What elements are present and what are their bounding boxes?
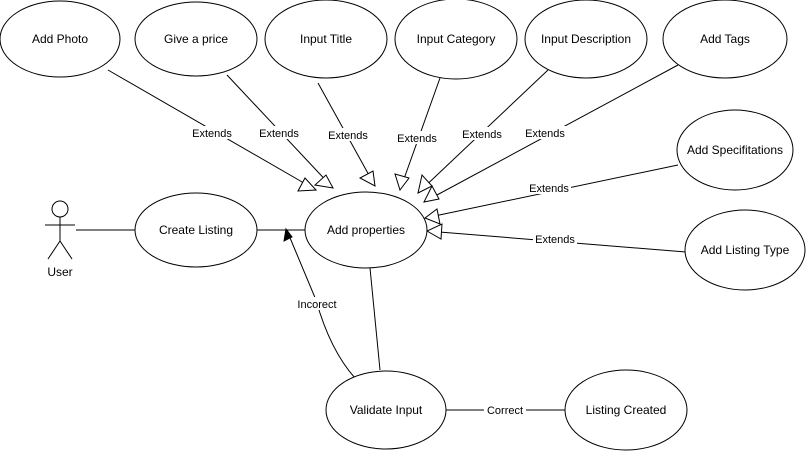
use-case-add-specifications[interactable]	[676, 109, 794, 191]
extends-label-input-description: Extends	[462, 129, 502, 141]
use-case-label-listing-created: Listing Created	[586, 403, 667, 417]
label-bg	[523, 126, 567, 139]
use-case-label-create-listing: Create Listing	[159, 223, 233, 237]
user-actor	[45, 200, 75, 260]
use-case-add-properties[interactable]	[304, 191, 428, 269]
actor-left-leg	[47, 240, 61, 260]
use-case-add-listing-type[interactable]	[684, 209, 806, 291]
correct-label: Correct	[487, 405, 523, 417]
use-case-label-input-title: Input Title	[300, 32, 352, 46]
use-case-add-tags[interactable]	[662, 0, 788, 79]
label-bg	[533, 232, 577, 245]
label-bg	[460, 127, 504, 140]
extends-label-add-listing-type: Extends	[535, 234, 575, 246]
extends-label-add-tags: Extends	[525, 128, 565, 140]
actor-head	[51, 200, 69, 218]
use-case-label-add-photo: Add Photo	[32, 32, 88, 46]
use-case-label-add-listing-type: Add Listing Type	[701, 243, 790, 257]
extends-label-give-price: Extends	[259, 128, 299, 140]
use-case-input-title[interactable]	[264, 0, 388, 79]
use-case-label-add-tags: Add Tags	[700, 32, 750, 46]
use-case-label-add-specifications: Add Specifitations	[687, 143, 783, 157]
extends-arrowhead-give-price	[313, 174, 334, 189]
use-case-label-validate-input: Validate Input	[350, 403, 423, 417]
extends-arrowhead-input-description	[417, 173, 433, 194]
use-case-label-add-properties: Add properties	[327, 223, 405, 237]
label-bg	[326, 128, 370, 141]
label-bg	[257, 126, 301, 139]
use-case-validate-input[interactable]	[325, 370, 447, 450]
extends-label-input-category: Extends	[397, 133, 437, 145]
extends-arrowhead-input-title	[358, 170, 376, 187]
extends-arrowhead-add-tags	[423, 184, 440, 203]
label-bg	[395, 131, 439, 144]
label-bg	[527, 181, 571, 194]
use-case-label-give-price: Give a price	[164, 32, 228, 46]
incorrect-arrowhead	[283, 227, 293, 242]
extends-arrowhead-add-listing-type	[425, 223, 443, 240]
use-case-input-description[interactable]	[524, 0, 648, 79]
extends-label-add-specifications: Extends	[529, 183, 569, 195]
use-case-label-input-description: Input Description	[541, 32, 631, 46]
use-case-label-input-category: Input Category	[417, 32, 496, 46]
label-bg	[294, 297, 340, 310]
use-case-listing-created[interactable]	[564, 369, 688, 451]
label-bg	[190, 126, 234, 139]
extends-arrowhead-input-category	[394, 173, 410, 192]
use-case-input-category[interactable]	[394, 0, 518, 80]
label-bg	[484, 403, 526, 416]
extends-arrowhead-add-specifications	[423, 208, 441, 225]
association-validate-add-properties	[369, 267, 381, 371]
extends-label-input-title: Extends	[328, 130, 368, 142]
incorrect-label: Incorect	[297, 299, 336, 311]
use-case-create-listing[interactable]	[134, 192, 258, 268]
use-case-add-photo[interactable]	[0, 0, 121, 78]
actor-label: User	[47, 265, 72, 279]
actor-right-leg	[59, 240, 73, 260]
extends-label-add-photo: Extends	[192, 128, 232, 140]
use-case-give-price[interactable]	[134, 1, 258, 77]
extends-arrowhead-add-photo	[297, 177, 318, 192]
